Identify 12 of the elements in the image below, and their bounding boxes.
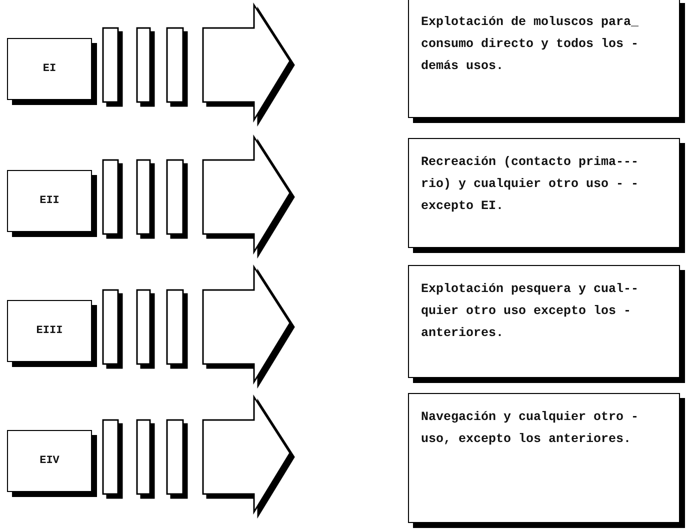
block-arrow (102, 134, 291, 255)
description-text: Navegación y cualquier otro - uso, excepto los anteriores. (421, 410, 639, 446)
block-arrow (102, 2, 291, 123)
description-text: Explotación de moluscos para_ consumo directo y todos los - demás usos. (421, 15, 639, 73)
description-text: Explotación pesquera y cual-- quier otro uso excepto los - anteriores. (421, 282, 639, 340)
zone-label: EII (40, 195, 60, 207)
block-arrow (102, 394, 291, 515)
description-text: Recreación (contacto prima--- rio) y cualquier otro uso - - excepto EI. (421, 155, 639, 213)
block-arrow (102, 264, 291, 385)
zone-label: EIII (36, 325, 63, 337)
zone-label: EI (42, 63, 56, 75)
zone-label: EIV (40, 455, 60, 467)
